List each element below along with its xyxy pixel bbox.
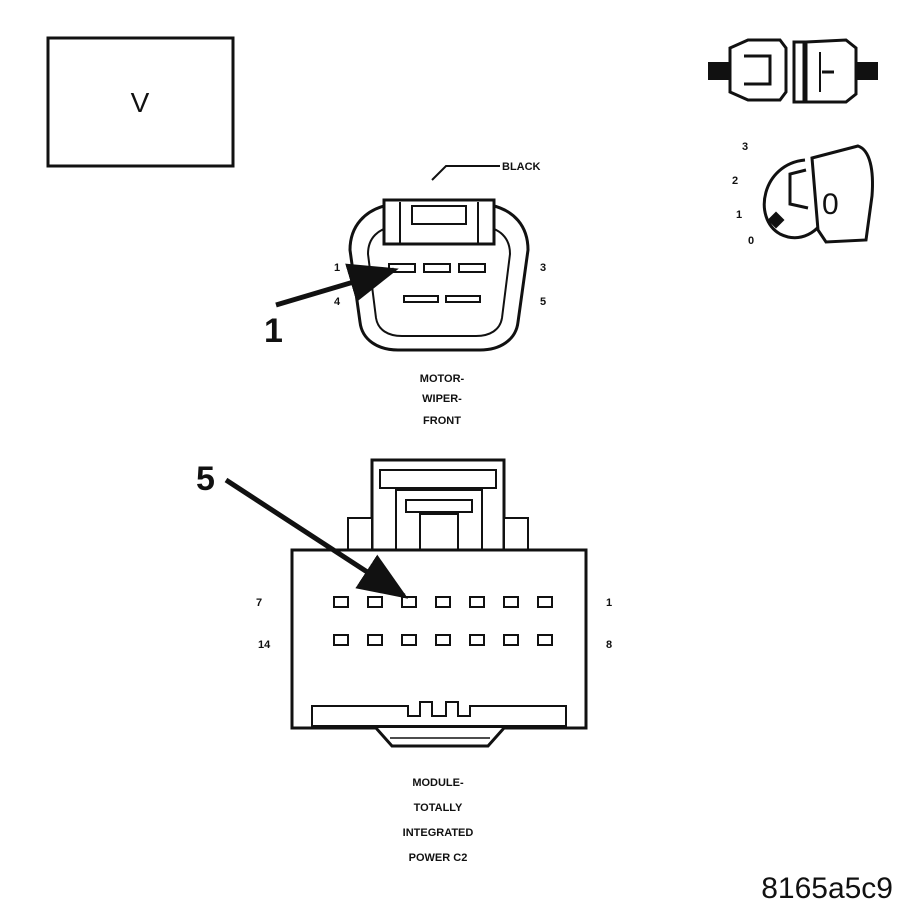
tipm-pin-label-14: 14 — [258, 639, 271, 651]
ignition-position-2: 2 — [732, 175, 738, 187]
tipm-connector-name-line-4: POWER C2 — [409, 852, 468, 864]
tipm-connector-name-line-3: INTEGRATED — [403, 827, 474, 839]
wiper-callout-number: 1 — [264, 312, 283, 350]
tipm-pin-label-7: 7 — [256, 597, 262, 609]
wiper-connector-name-line-1: MOTOR- — [420, 373, 465, 385]
ignition-switch-icon: 3 2 1 0 0 — [732, 141, 874, 247]
wiper-pin-label-4: 4 — [334, 296, 341, 308]
wiper-pin-label-5: 5 — [540, 296, 546, 308]
connector-disconnected-icon — [708, 38, 878, 104]
tipm-pin-label-1: 1 — [606, 597, 612, 609]
meter-mode-label: V — [131, 87, 150, 118]
ignition-position-1: 1 — [736, 209, 742, 221]
tipm-connector-name-line-1: MODULE- — [412, 777, 464, 789]
voltmeter-symbol: V — [46, 36, 235, 168]
wiper-pin-label-3: 3 — [540, 262, 546, 274]
tipm-pin-label-8: 8 — [606, 639, 612, 651]
wiper-connector-name-line-3: FRONT — [423, 415, 461, 427]
figure-code: 8165a5c9 — [761, 872, 893, 905]
tipm-connector-name-line-2: TOTALLY — [414, 802, 463, 814]
tipm-callout-number: 5 — [196, 460, 215, 498]
tipm-c2-connector: 7 14 1 8 5 MODULE- TOTALLY INTEGRATED PO… — [196, 458, 612, 864]
wiper-pin-label-1: 1 — [334, 262, 340, 274]
ignition-position-3: 3 — [742, 141, 748, 153]
wiper-connector-color-label: BLACK — [502, 161, 541, 173]
ignition-position-0: 0 — [748, 235, 754, 247]
ignition-key-label: 0 — [822, 188, 839, 221]
wiper-motor-connector: BLACK 1 4 3 5 1 MOTOR- WIPER- FRONT — [264, 161, 546, 427]
wiper-connector-name-line-2: WIPER- — [422, 393, 462, 405]
